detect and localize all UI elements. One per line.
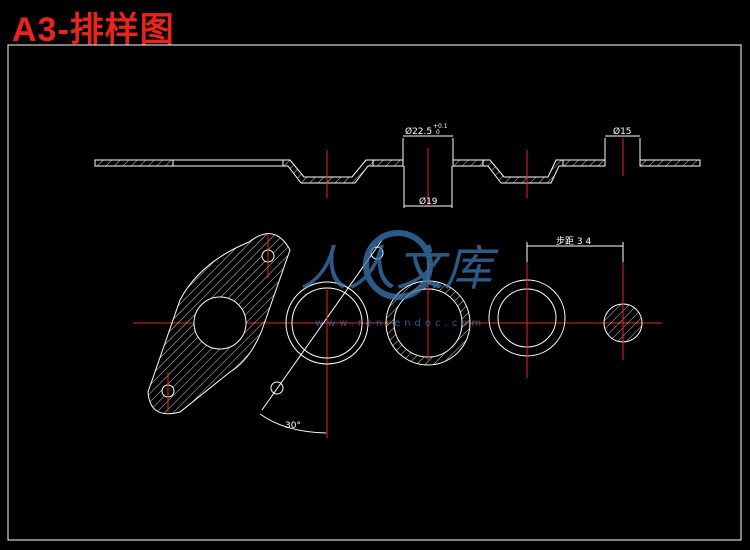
watermark-logo-icon — [363, 230, 433, 300]
section-rib-2 — [482, 159, 564, 184]
watermark: 人人文库 www.renrendoc.com — [300, 230, 499, 329]
watermark-brand: 人人文库 — [300, 241, 499, 297]
dim-d22-5-tol-lower: 0 — [436, 129, 440, 136]
section-view — [94, 135, 701, 208]
pilot-hole-lower — [270, 381, 284, 395]
section-left-flat — [94, 159, 174, 167]
dim-d22-5-tol-upper: +0.1 — [433, 123, 448, 130]
station-4-ring — [488, 262, 566, 378]
station-5-disk — [603, 247, 643, 360]
station-3-ring — [385, 262, 471, 366]
drawing-title: A3-排样图 — [12, 11, 175, 49]
watermark-url: www.renrendoc.com — [315, 318, 485, 329]
dim-pitch: 步距 3 4 — [556, 236, 591, 247]
dim-d15: Ø15 — [613, 126, 632, 137]
dim-angle-30: 30° — [285, 421, 301, 431]
station-2-ring — [285, 281, 369, 365]
dim-d22-5: Ø22.5 — [405, 126, 432, 137]
sheet-frame — [7, 44, 742, 541]
blank-part — [147, 233, 291, 415]
pitch-dimension — [526, 242, 624, 262]
blank-center-hole — [193, 296, 247, 350]
section-rib-1 — [282, 159, 374, 184]
dim-d19: Ø19 — [419, 196, 438, 207]
